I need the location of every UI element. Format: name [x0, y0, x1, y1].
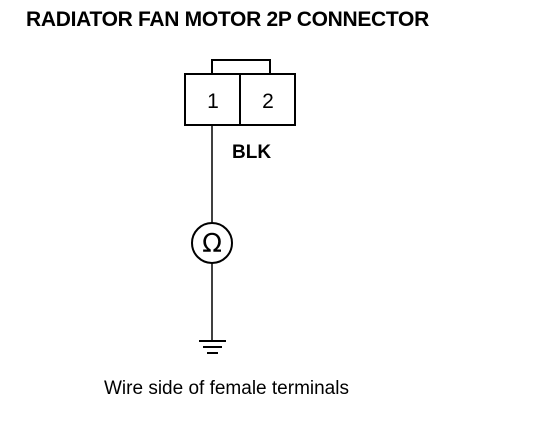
ohmmeter-icon: Ω [191, 222, 233, 264]
ground-icon [199, 340, 226, 354]
wire-color-label: BLK [232, 142, 271, 163]
diagram-caption: Wire side of female terminals [104, 378, 349, 399]
diagram-title: RADIATOR FAN MOTOR 2P CONNECTOR [26, 8, 429, 31]
ohm-symbol: Ω [202, 229, 222, 259]
connector-lock-tab [211, 59, 271, 74]
pin-2-label: 2 [262, 90, 274, 113]
pin-1-label: 1 [207, 90, 219, 113]
